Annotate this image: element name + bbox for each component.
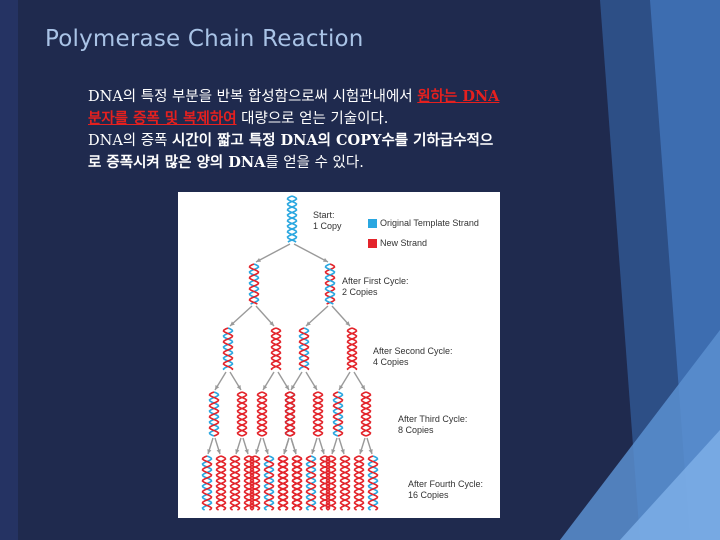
dna-strand-cycle-3 [360,391,372,437]
bold-text: 로 증폭시켜 많은 양의 DNA [88,154,266,171]
arrow-head [311,449,316,454]
dna-strand-cycle-3 [236,391,248,437]
arrow-head [256,258,261,262]
body-text-segment: DNA의 증폭 [88,133,173,149]
arrow-head [340,449,345,454]
arrow-head [306,321,311,326]
arrow-head [359,449,364,454]
dna-strand-cycle-3 [332,391,344,437]
arrow-head [312,385,317,390]
body-line-4: 로 증폭시켜 많은 양의 DNA를 얻을 수 있다. [88,152,633,174]
slide-title: Polymerase Chain Reaction [45,26,364,52]
body-text-segment: DNA의 특정 부분을 반복 합성함으로써 시험관내에서 [88,89,418,105]
cycle-1-label: After First Cycle: 2 Copies [342,276,409,297]
dna-strand-cycle-4 [215,455,227,511]
dna-strand-cycle-4 [367,455,379,511]
arrow-head [291,385,296,390]
arrow-head [244,449,249,454]
dna-strand-cycle-2 [222,327,234,371]
dna-strand-cycle-3 [312,391,324,437]
body-line-2: 분자를 증폭 및 복제하여 대량으로 얻는 기술이다. [88,108,633,130]
body-line-3: DNA의 증폭 시간이 짧고 특정 DNA의 COPY수를 기하급수적으 [88,130,633,152]
cycle-3-label: After Third Cycle: 8 Copies [398,414,468,435]
arrow-head [368,449,373,454]
cycle-4-label: After Fourth Cycle: 16 Copies [408,479,484,500]
arrow-head [360,385,365,390]
arrow-head [331,449,336,454]
arrow-head [284,385,289,390]
dna-strand-cycle-4 [339,455,351,511]
arrow-head [339,385,344,390]
dna-strand-cycle-1 [324,263,336,305]
arrow-head [269,321,274,326]
new-strand-legend-swatch [368,239,377,248]
pcr-diagram-graphic [201,195,379,511]
dna-strand-cycle-2 [346,327,358,371]
arrow-head [323,258,328,262]
branch-arrow [305,305,329,327]
dna-strand-cycle-3 [284,391,296,437]
dna-strand-cycle-4 [353,455,365,511]
branch-arrow [255,243,291,263]
highlight-text: 분자를 증폭 및 복제하여 [88,110,237,127]
highlight-text: 원하는 DNA [417,88,500,105]
arrow-head [207,449,212,454]
bold-text: 시간이 짧고 특정 DNA의 COPY수를 기하급수적으 [172,132,494,149]
dna-strand-cycle-4 [229,455,241,511]
arrow-head [345,321,350,326]
arrow-head [216,449,221,454]
pcr-diagram: Start: 1 Copy Original Template Strand N… [178,192,500,518]
start-label: Start: 1 Copy [313,210,342,231]
arrow-head [283,449,288,454]
arrow-head [263,385,268,390]
dna-strand-cycle-1 [248,263,260,305]
dna-strand-cycle-4 [263,455,275,511]
template-legend-label: Original Template Strand [380,218,479,228]
branch-arrow [229,305,253,327]
body-line-1: DNA의 특정 부분을 반복 합성함으로써 시험관내에서 원하는 DNA [88,86,633,108]
body-text-segment: 를 얻을 수 있다. [265,155,364,171]
template-legend-swatch [368,219,377,228]
cycle-2-label: After Second Cycle: 4 Copies [373,346,453,367]
dna-strand-cycle-4 [325,455,337,511]
slide-body: DNA의 특정 부분을 반복 합성함으로써 시험관내에서 원하는 DNA 분자를… [88,86,633,174]
arrow-head [236,385,241,390]
dna-strand-cycle-2 [298,327,310,371]
dna-strand-cycle-3 [256,391,268,437]
dna-strand-cycle-4 [305,455,317,511]
arrow-head [320,449,325,454]
arrow-head [235,449,240,454]
branch-arrow [293,243,329,263]
arrow-head [255,449,260,454]
body-text-segment: 대량으로 얻는 기술이다. [236,111,389,127]
dna-strand-cycle-4 [277,455,289,511]
dna-strand-cycle-2 [270,327,282,371]
arrow-head [230,321,235,326]
arrow-head [292,449,297,454]
arrow-head [215,385,220,390]
dna-strand-cycle-4 [201,455,213,511]
arrow-head [264,449,269,454]
dna-strand-cycle-4 [249,455,261,511]
dna-strand-start [286,195,298,243]
dna-strand-cycle-4 [291,455,303,511]
dna-strand-cycle-3 [208,391,220,437]
new-strand-legend-label: New Strand [380,238,428,248]
